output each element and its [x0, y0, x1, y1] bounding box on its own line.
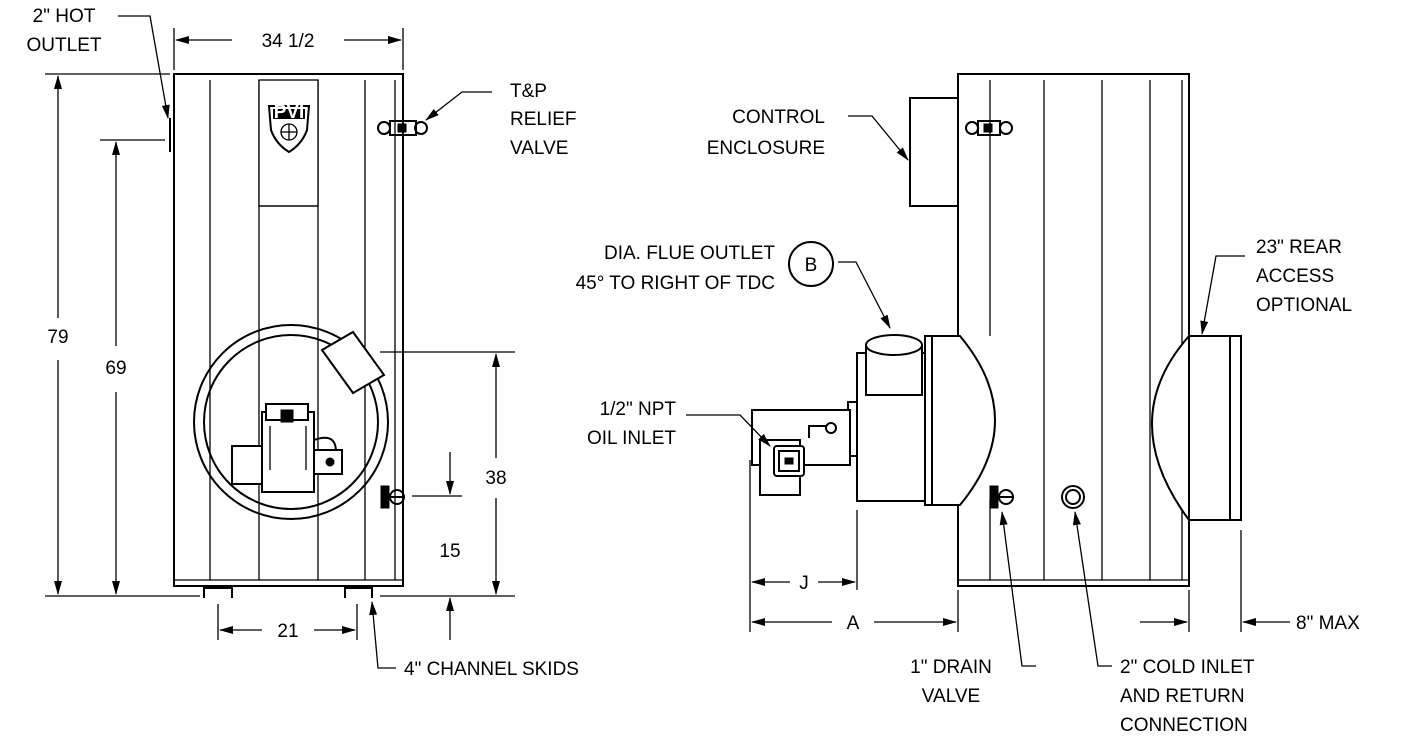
svg-text:1" DRAIN: 1" DRAIN	[910, 657, 992, 678]
dim-rear-clearance: 8" MAX	[1296, 613, 1360, 634]
svg-text:OPTIONAL: OPTIONAL	[1256, 295, 1352, 316]
svg-text:CONTROL: CONTROL	[732, 107, 825, 128]
dim-skid-spacing: 21	[277, 621, 298, 642]
tp-relief-valve-front	[377, 120, 428, 136]
callout-channel-skids: 4" CHANNEL SKIDS	[404, 659, 579, 680]
svg-text:CONNECTION: CONNECTION	[1120, 715, 1248, 736]
callout-drain-valve: 1" DRAIN VALVE	[910, 657, 992, 707]
side-view	[751, 73, 1242, 587]
callout-flue-outlet: DIA. FLUE OUTLET 45° TO RIGHT OF TDC	[576, 243, 776, 294]
svg-text:1/2" NPT: 1/2" NPT	[600, 399, 677, 420]
dim-overall-height: 79	[47, 327, 68, 348]
svg-text:OIL INLET: OIL INLET	[587, 428, 676, 449]
svg-text:45° TO RIGHT OF TDC: 45° TO RIGHT OF TDC	[576, 273, 775, 294]
flue-outlet	[865, 334, 923, 396]
svg-text:AND RETURN: AND RETURN	[1120, 686, 1245, 707]
burner-door	[193, 324, 389, 520]
rear-head	[1151, 335, 1242, 521]
logo-text: PVI	[274, 102, 305, 123]
side-cabinet	[957, 73, 1190, 587]
flue-symbol-b: B	[788, 241, 834, 287]
svg-text:RELIEF: RELIEF	[510, 109, 577, 130]
drain-valve-side	[989, 485, 1014, 509]
dim-outlet-height: 69	[105, 358, 126, 379]
dim-a: A	[847, 613, 860, 634]
tp-relief-valve-side	[965, 120, 1013, 136]
callout-oil-inlet: 1/2" NPT OIL INLET	[587, 399, 676, 449]
svg-text:ENCLOSURE: ENCLOSURE	[707, 138, 825, 159]
callout-hot-outlet: 2" HOT OUTLET	[27, 6, 102, 56]
svg-text:ACCESS: ACCESS	[1256, 266, 1334, 287]
callout-rear-access: 23" REAR ACCESS OPTIONAL	[1256, 237, 1352, 316]
control-enclosure	[909, 97, 959, 207]
svg-text:VALVE: VALVE	[922, 686, 980, 707]
svg-text:T&P: T&P	[510, 81, 547, 102]
svg-text:23" REAR: 23" REAR	[1256, 237, 1342, 258]
drain-valve-front	[380, 485, 405, 509]
dim-valve-height: 15	[439, 541, 460, 562]
pvi-logo: PVI	[267, 102, 311, 154]
dim-width: 34 1/2	[262, 31, 315, 52]
svg-text:B: B	[805, 255, 818, 276]
callout-cold-inlet: 2" COLD INLET AND RETURN CONNECTION	[1120, 657, 1255, 736]
channel-skids-front	[203, 586, 373, 598]
front-view: PVI	[169, 73, 428, 598]
svg-text:VALVE: VALVE	[510, 138, 568, 159]
oil-pump	[773, 445, 805, 477]
oil-burner-front	[231, 403, 343, 493]
svg-text:DIA. FLUE OUTLET: DIA. FLUE OUTLET	[604, 243, 775, 264]
dim-burner-height: 38	[485, 468, 506, 489]
svg-text:2" HOT: 2" HOT	[33, 6, 96, 27]
svg-text:OUTLET: OUTLET	[27, 35, 102, 56]
front-cabinet	[173, 73, 404, 587]
callout-tp-relief: T&P RELIEF VALVE	[510, 81, 577, 159]
svg-text:2" COLD INLET: 2" COLD INLET	[1120, 657, 1255, 678]
callout-control-enclosure: CONTROL ENCLOSURE	[707, 107, 825, 159]
front-head	[924, 335, 996, 506]
cold-inlet-connection	[1061, 485, 1085, 509]
dim-j: J	[799, 573, 809, 594]
